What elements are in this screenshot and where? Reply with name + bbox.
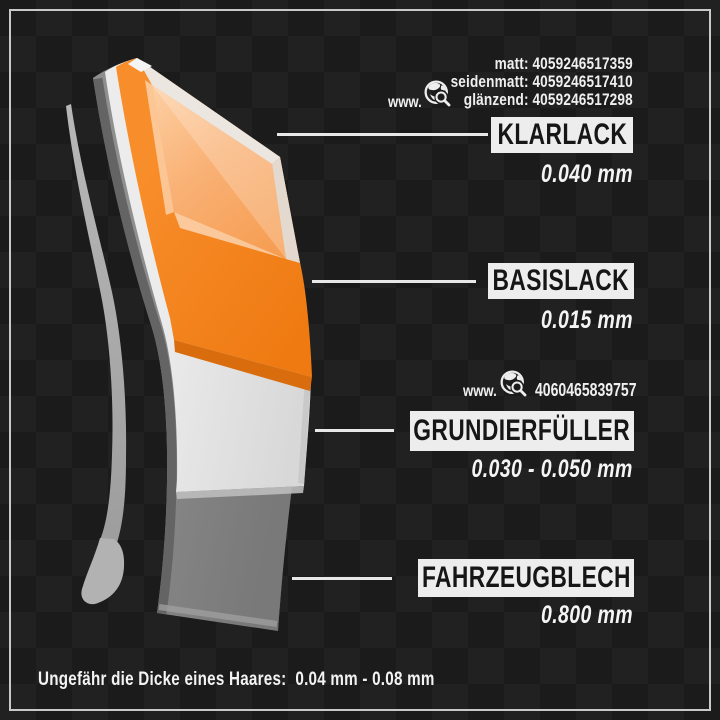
clearcoat-layer-shape [128, 58, 300, 263]
ean-line-glaenzend: glänzend: 4059246517298 [451, 91, 633, 109]
ean-number: 4059246517298 [532, 90, 633, 109]
thickness-grundierfueller: 0.030 - 0.050 mm [471, 455, 633, 483]
layer-name: BASISLACK [492, 264, 630, 297]
thickness-basislack: 0.015 mm [540, 306, 633, 334]
finish-label: matt: [494, 54, 529, 73]
connector-line-grundierfueller [315, 429, 394, 432]
globe-magnifier-icon [423, 79, 453, 109]
layer-label-fahrzeugblech: FAHRZEUGBLECH [418, 559, 634, 597]
layer-label-grundierfueller: GRUNDIERFÜLLER [410, 411, 634, 451]
hair-root-bulb [81, 538, 125, 605]
finish-label: glänzend: [463, 90, 529, 109]
ean-line-seidenmatt: seidenmatt: 4059246517410 [451, 73, 633, 91]
connector-line-basislack [312, 280, 476, 283]
thickness-fahrzeugblech: 0.800 mm [540, 601, 633, 629]
layer-name: KLARLACK [497, 118, 627, 151]
finish-label: seidenmatt: [450, 72, 529, 91]
www-prefix: www. [463, 383, 497, 400]
layer-name: FAHRZEUGBLECH [421, 561, 631, 594]
hair-illustration [66, 104, 127, 605]
connector-line-fahrzeugblech [292, 577, 392, 580]
ean-line-matt: matt: 4059246517359 [451, 55, 633, 73]
layer-label-klarlack: KLARLACK [491, 117, 633, 153]
layer-name: GRUNDIERFÜLLER [413, 414, 631, 447]
connector-line-klarlack [277, 133, 488, 136]
layer-label-basislack: BASISLACK [488, 263, 634, 299]
thickness-klarlack: 0.040 mm [540, 160, 633, 188]
globe-magnifier-icon [499, 369, 529, 399]
www-prefix: www. [388, 94, 422, 111]
ean-number: 4059246517359 [532, 54, 633, 73]
ean-number: 4059246517410 [532, 72, 633, 91]
hair-thickness-note: Ungefähr die Dicke eines Haares: 0.04 mm… [38, 669, 435, 690]
ean-number-middle: 4060465839757 [535, 380, 637, 400]
ean-list-top: matt: 4059246517359 seidenmatt: 40592465… [405, 55, 633, 109]
